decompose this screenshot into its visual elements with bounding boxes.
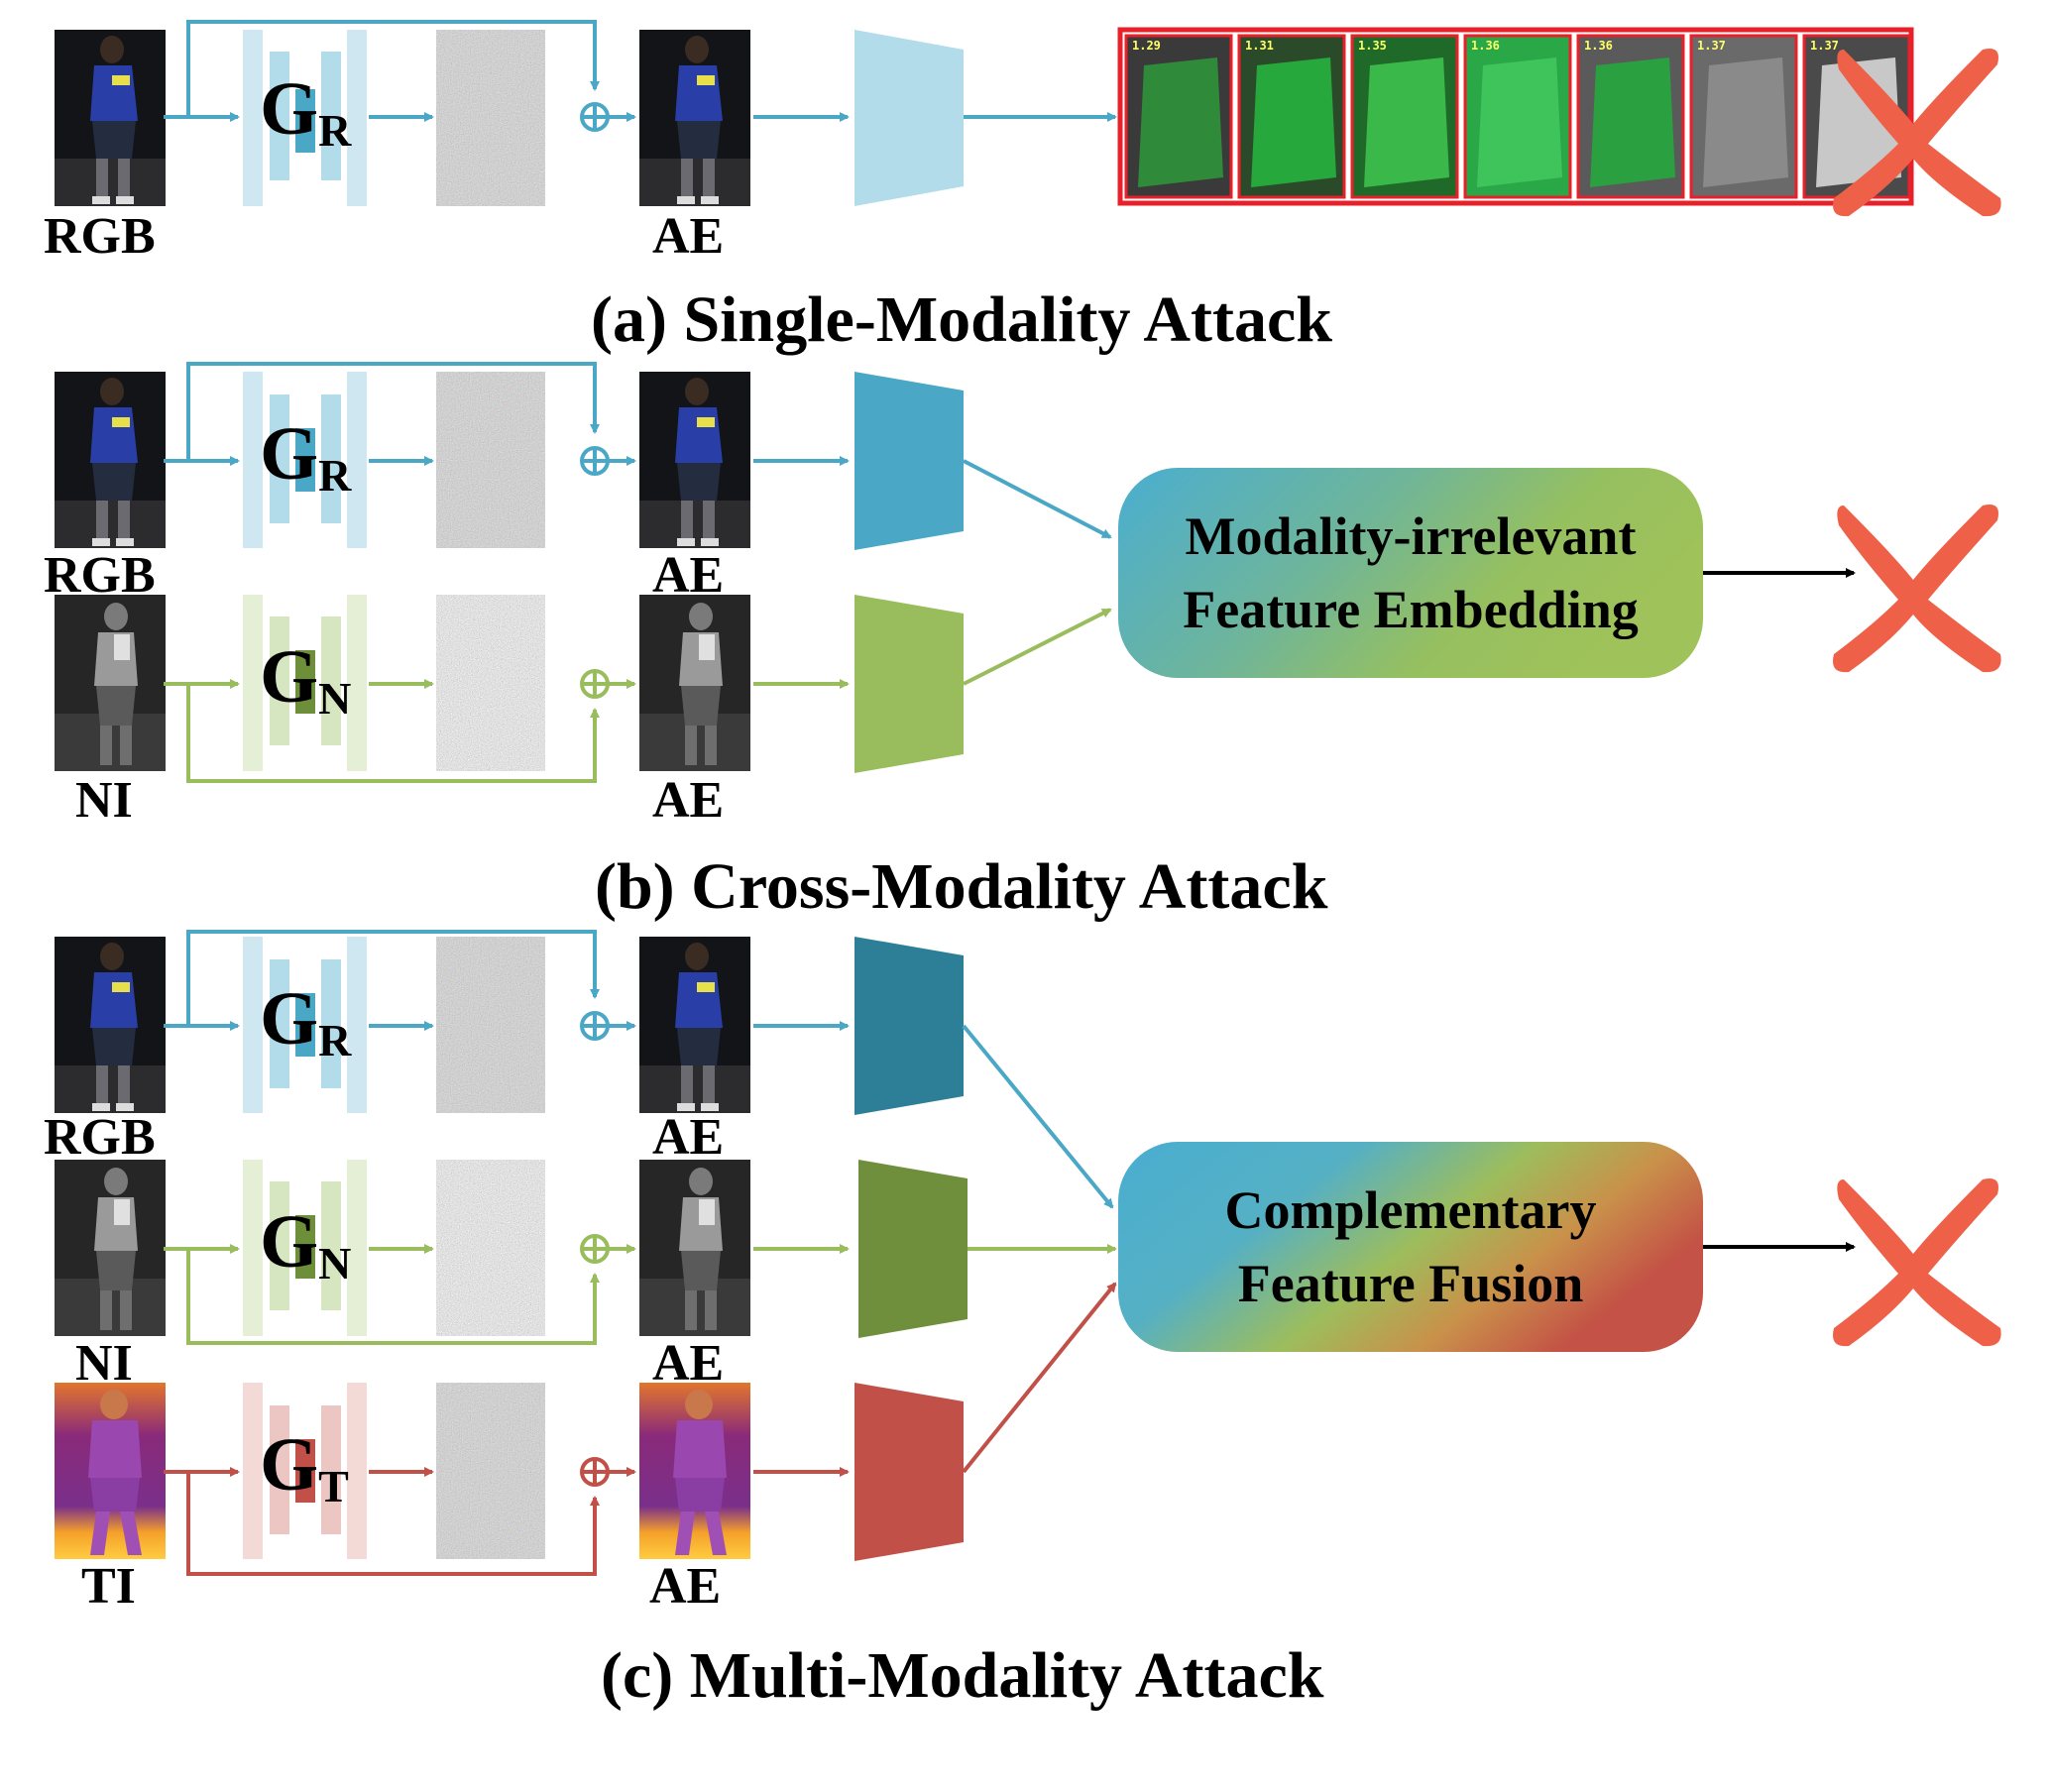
caption-cross-modality: (b) Cross-Modality Attack [595, 850, 1328, 923]
generator-label-rgb: GR [260, 67, 352, 156]
generator-rgb-b [243, 372, 367, 548]
modality-label-ae: AE [649, 1558, 722, 1615]
generator-ti-c [243, 1383, 367, 1559]
modality-label-rgb: RGB [44, 547, 156, 604]
modality-label-ni: NI [75, 772, 133, 829]
fusion-label-line2: Feature Fusion [1237, 1254, 1584, 1313]
retrieval-tile [1237, 34, 1346, 199]
fail-x-icon [1833, 1178, 2001, 1347]
modality-label-ae: AE [652, 208, 725, 265]
feature-extractor-ni [854, 595, 964, 773]
fusion-label-cross: Modality-irrelevant Feature Embedding [1118, 500, 1703, 646]
perturbation-noise [436, 937, 545, 1113]
feature-extractor-ni [858, 1160, 968, 1338]
adversarial-example-image [639, 937, 750, 1113]
fusion-label-line2: Feature Embedding [1183, 580, 1639, 639]
fusion-label-line1: Modality-irrelevant [1185, 506, 1637, 566]
feature-extractor-rgb [854, 372, 964, 550]
caption-multi-modality: (c) Multi-Modality Attack [601, 1639, 1324, 1712]
retrieval-tile [1463, 34, 1572, 199]
modality-irrelevant-embedding-box [1118, 468, 1703, 678]
ni-input-image [55, 595, 166, 771]
ti-input-image [55, 1383, 166, 1559]
perturbation-noise [436, 1160, 545, 1336]
generator-label-ni: GN [260, 1200, 352, 1288]
retrieval-tile [1350, 34, 1459, 199]
adversarial-example-image [639, 372, 750, 548]
retrieval-results [1117, 27, 1914, 206]
modality-label-ae: AE [652, 547, 725, 604]
feature-extractor-ti [854, 1383, 964, 1561]
generator-label-rgb: GR [260, 412, 352, 501]
perturbation-noise [436, 595, 545, 771]
retrieval-score: 1.37 [1810, 39, 1839, 53]
adversarial-example-image [639, 30, 750, 206]
modality-label-ae: AE [652, 1109, 725, 1166]
retrieval-score: 1.37 [1697, 39, 1726, 53]
generator-ni-b [243, 595, 367, 771]
generator-rgb-c [243, 937, 367, 1113]
modality-label-rgb: RGB [44, 208, 156, 265]
adversarial-example-image [639, 1383, 750, 1559]
modality-label-ti: TI [81, 1558, 136, 1615]
fusion-label-line1: Complementary [1224, 1180, 1597, 1240]
modality-label-rgb: RGB [44, 1109, 156, 1166]
rgb-input-image [55, 372, 166, 548]
ni-input-image [55, 1160, 166, 1336]
generator-label-ni: GN [260, 635, 352, 724]
perturbation-noise [436, 30, 545, 206]
caption-single-modality: (a) Single-Modality Attack [591, 283, 1332, 356]
generator-ni-c [243, 1160, 367, 1336]
fail-x-icon [1833, 504, 2001, 673]
retrieval-score: 1.31 [1245, 39, 1274, 53]
modality-label-ae: AE [652, 1335, 725, 1392]
feature-extractor-rgb [854, 937, 964, 1115]
adversarial-example-image [639, 595, 750, 771]
panel-multi-modality [55, 930, 2001, 1576]
complementary-feature-fusion-box [1118, 1142, 1703, 1352]
retrieval-score: 1.36 [1471, 39, 1500, 53]
retrieval-score: 1.36 [1584, 39, 1613, 53]
perturbation-noise [436, 372, 545, 548]
rgb-input-image [55, 30, 166, 206]
adversarial-example-image [639, 1160, 750, 1336]
generator-rgb-a [243, 30, 367, 206]
modality-label-ae: AE [652, 772, 725, 829]
fusion-label-multi: Complementary Feature Fusion [1118, 1174, 1703, 1320]
retrieval-score: 1.35 [1358, 39, 1387, 53]
feature-extractor [854, 30, 964, 206]
fail-x-icon [1833, 49, 2001, 217]
retrieval-tile [1689, 34, 1798, 199]
generator-label-rgb: GR [260, 977, 352, 1065]
modality-label-ni: NI [75, 1335, 133, 1392]
rgb-input-image [55, 937, 166, 1113]
panel-cross-modality [55, 362, 2001, 783]
retrieval-tile [1576, 34, 1685, 199]
panel-single-modality [55, 20, 2001, 217]
retrieval-score: 1.29 [1132, 39, 1161, 53]
generator-label-ti: GT [260, 1423, 349, 1512]
retrieval-tile [1124, 34, 1233, 199]
perturbation-noise [436, 1383, 545, 1559]
